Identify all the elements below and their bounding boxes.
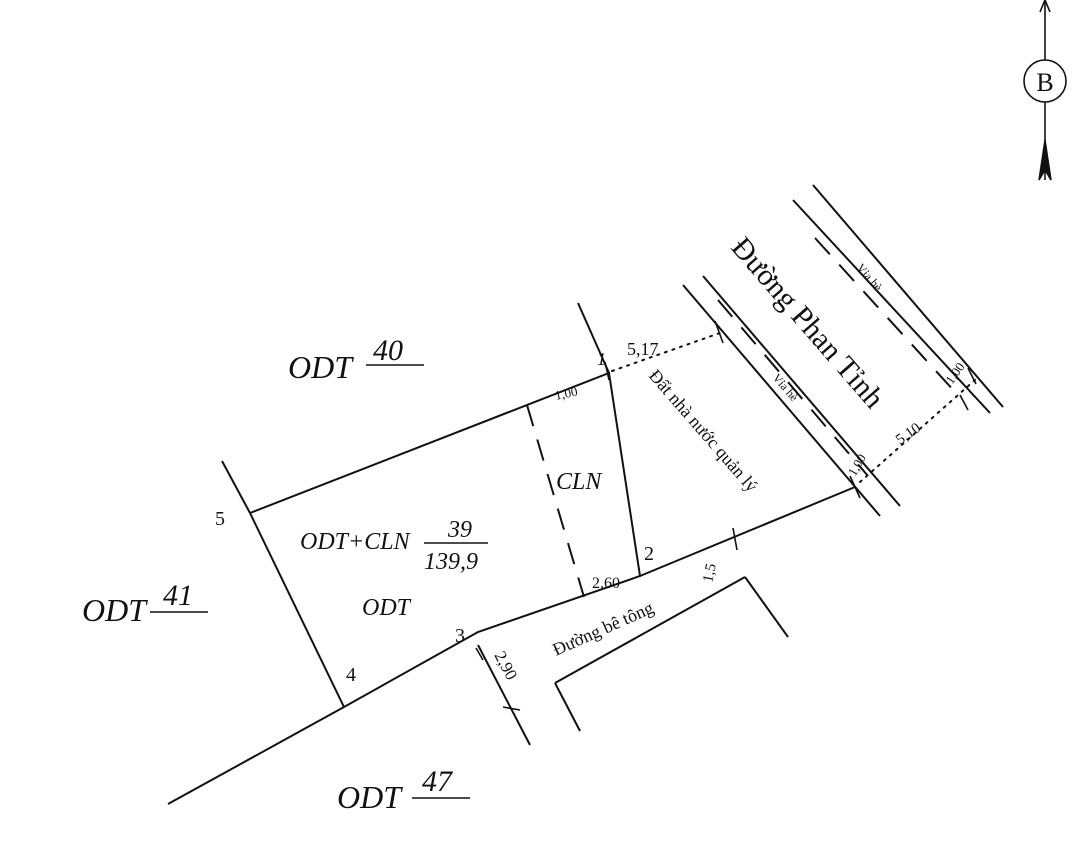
sidewalk-line-1: [717, 299, 869, 477]
tick-mark: [714, 320, 724, 344]
compass-arrow-icon: [1038, 139, 1052, 181]
point-label-2: 2: [644, 543, 654, 565]
tick-mark: [967, 367, 977, 385]
tick-mark: [959, 394, 969, 411]
main-parcel-label: ODT+CLN: [300, 529, 412, 555]
south-boundary-line: [167, 706, 345, 805]
tick-mark: [475, 647, 484, 661]
dimension-label: 5,10: [893, 420, 924, 448]
compass-circle: [1023, 59, 1067, 103]
parcel-south-code: ODT: [337, 779, 403, 815]
road-near-edge: [682, 284, 881, 517]
west-boundary-extension: [221, 460, 251, 514]
dimension-label: 1,00: [845, 451, 869, 478]
concrete-road-edge: [554, 576, 746, 684]
concrete-road-left-side: [477, 644, 531, 746]
dimension-label: 2.60: [592, 575, 620, 592]
north-boundary-extension: [577, 302, 610, 374]
point-label-4: 4: [346, 664, 356, 686]
parcel-north-number: 40: [373, 334, 403, 367]
compass-arrow-tip: [1039, 0, 1051, 13]
road-far-edge-2: [792, 199, 991, 414]
point-label-1: 1: [597, 349, 606, 369]
sidewalk-label: Vỉa hè: [854, 261, 885, 294]
main-parcel-number: 39: [447, 517, 472, 543]
dotted-measure-top: [611, 332, 721, 372]
parcel-west-number: 41: [163, 579, 193, 612]
road-far-edge: [812, 184, 1004, 408]
tick-mark: [849, 475, 861, 499]
road-edge-line: [639, 486, 856, 577]
point-label-5: 5: [215, 508, 225, 530]
parcel-north: ODT 40: [288, 334, 424, 385]
dimension-label: 5,17: [627, 339, 659, 359]
concrete-road-end: [554, 682, 581, 732]
compass: B: [1023, 0, 1067, 181]
compass-letter: B: [1036, 68, 1053, 97]
tick-mark: [604, 361, 610, 381]
tick-mark: [732, 527, 738, 551]
dimension-label: 1,5: [700, 562, 720, 584]
parcel-north-code: ODT: [288, 349, 354, 385]
sidewalk-label: Vỉa hè: [770, 371, 801, 404]
road-name-label: Đường Phan Tỉnh: [725, 231, 891, 415]
concrete-road-side: [744, 576, 789, 638]
road-near-edge-2: [702, 275, 901, 507]
zone-cln-label: CLN: [556, 469, 603, 495]
parcel-west: ODT 41: [82, 579, 208, 628]
point-label-3: 3: [455, 625, 465, 647]
dimension-label: 1,00: [554, 384, 579, 403]
cln-divider-line: [526, 404, 585, 598]
tick-mark: [502, 706, 521, 711]
zone-odt-label: ODT: [362, 595, 412, 621]
parcel-south: ODT 47: [337, 765, 470, 815]
concrete-road-label: Đường bê tông: [549, 597, 656, 659]
state-land-label: Đất nhà nước quản lý: [645, 366, 762, 496]
main-parcel-area: 139,9: [424, 549, 478, 575]
dotted-measure-right: [859, 379, 976, 483]
parcel-west-code: ODT: [82, 592, 148, 628]
main-parcel-boundary: [249, 371, 642, 709]
parcel-south-number: 47: [422, 765, 454, 798]
